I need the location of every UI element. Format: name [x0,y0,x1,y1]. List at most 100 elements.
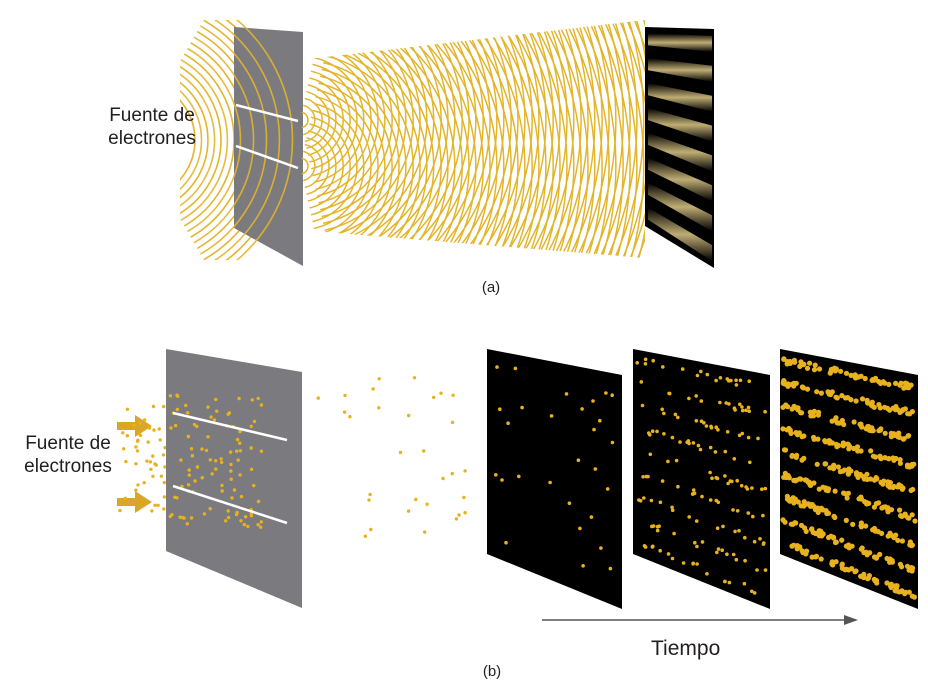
panel-a [180,20,714,268]
electron-hit [874,476,880,482]
electron-hit [812,506,819,513]
electron-dot [212,418,217,422]
electron-hit [743,535,747,540]
electron-dot [148,460,153,464]
electron-hit [651,524,656,528]
barrier-b [166,349,302,608]
wavefront-arc [346,20,512,258]
electron-hit [910,486,916,493]
electron-hit [746,405,751,410]
electron-hit [848,397,854,403]
electron-dot [238,473,242,477]
electron-dot [226,509,230,513]
electron-hit [494,473,498,477]
electron-hit [747,409,751,414]
electron-hit [899,538,906,544]
electron-hit [882,504,889,510]
electron-hit [865,576,871,582]
electron-hit [737,528,741,533]
electron-hit [829,561,835,567]
electron-hit [884,580,890,586]
electron-hit [839,561,845,567]
electron-hit [816,486,822,492]
electron-dot [169,426,173,430]
electron-dot [342,410,347,414]
electron-dot [250,398,254,402]
electron-hit [793,454,799,460]
electron-hit [908,565,915,571]
electron-hit [715,526,720,530]
electron-dot [137,432,142,436]
electron-hit [580,407,584,411]
electron-dot [235,437,240,442]
electron-dot [227,411,232,415]
traveling-electrons [316,376,467,538]
electron-dot [187,473,191,477]
electron-hit [832,488,838,494]
electron-hit [708,445,713,450]
electron-dot [173,423,178,428]
electron-hit [813,530,819,537]
electron-hit [864,471,870,477]
electron-dot [230,496,234,500]
wavefront-arc [303,150,316,182]
screen-middle [633,349,770,609]
electron-dot [256,523,260,527]
electron-hit [750,486,754,490]
electron-hit [873,555,880,561]
electron-hit [876,378,882,385]
electron-hit [746,435,751,440]
electron-hit [788,430,794,436]
electron-dot [242,522,246,527]
electron-hit [816,366,823,372]
electron-hit [655,429,659,434]
electron-dot [229,469,233,473]
electron-dot [229,450,233,454]
electron-hit [811,367,818,373]
electron-dot [192,422,197,427]
incident-wavefronts-front [180,20,294,260]
electron-hit [750,589,754,594]
slit-upper-a [235,103,299,123]
source-arrow-upper [117,415,152,437]
electron-hit [604,391,608,395]
electron-hit [850,521,856,528]
electron-hit [748,460,752,465]
electron-hit [791,500,797,506]
electron-hit [723,579,727,584]
electron-hit [842,395,849,401]
electron-hit [815,436,821,442]
electron-hit [763,568,768,572]
electron-hit [642,544,647,548]
wavefront-arc [180,59,229,221]
electron-hit [876,500,882,506]
electron-hit [911,594,918,600]
electron-hit [859,424,865,430]
electron-hit [895,434,901,440]
electron-hit [691,561,695,566]
electron-hit [693,540,697,545]
electron-hit [639,380,644,384]
electron-hit [593,467,598,471]
source-electrons [118,404,170,513]
electron-hit [708,498,713,502]
interference-wavefronts [301,20,645,258]
electron-dot [121,431,125,435]
wavefront-arc [364,20,596,258]
electron-dot [249,446,253,450]
electron-hit [694,419,699,423]
electron-hit [695,544,699,549]
electron-dot [259,403,264,407]
electron-hit [848,372,854,378]
wavefront-arc [373,20,638,258]
electron-hit [700,540,705,544]
electron-hit [791,357,798,363]
electron-hit [691,441,696,445]
wavefront-arc [341,20,491,258]
electron-hit [878,456,884,462]
electron-hit [687,441,691,446]
electron-hit [781,356,787,362]
electron-hit [811,480,817,486]
electron-hit [835,464,842,470]
wavefront-arc [365,20,603,258]
